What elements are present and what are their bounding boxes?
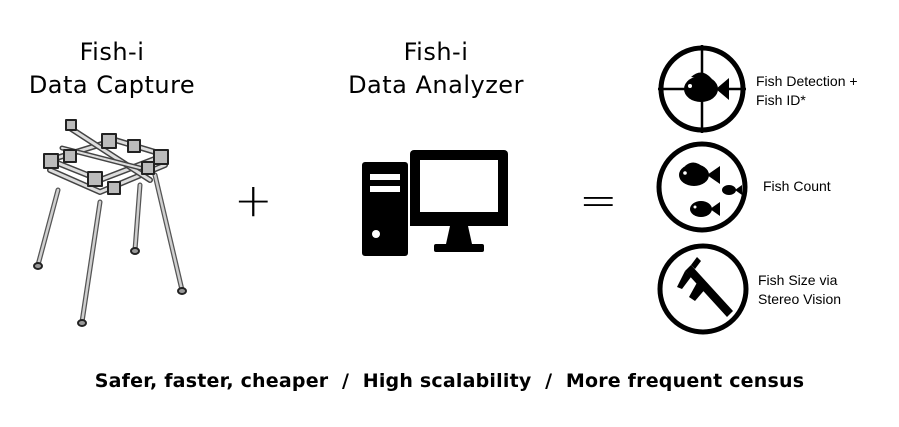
feature-label-size-line2: Stereo Vision: [758, 291, 842, 307]
tagline: Safer, faster, cheaper / High scalabilit…: [94, 370, 805, 392]
camera-rig-icon: [33, 119, 187, 327]
capture-title-line2: Data Capture: [28, 71, 196, 99]
feature-label-size-line1: Fish Size via: [758, 272, 838, 288]
feature-label-count-line1: Fish Count: [763, 178, 831, 194]
analyzer-title: Fish-i Data Analyzer: [340, 36, 532, 102]
feature-label-detection-line1: Fish Detection +: [756, 73, 858, 89]
capture-title: Fish-i Data Capture: [20, 36, 204, 102]
capture-title-line1: Fish-i: [79, 38, 145, 66]
analyzer-title-line2: Data Analyzer: [348, 71, 524, 99]
plus-sign: +: [234, 173, 273, 227]
equals-sign: =: [579, 173, 618, 227]
analyzer-title-line1: Fish-i: [403, 38, 469, 66]
computer-icon: [362, 150, 508, 256]
caliper-icon: [657, 243, 749, 335]
crosshair-fish-icon: [658, 45, 746, 133]
feature-label-count: Fish Count: [763, 177, 831, 196]
feature-label-size: Fish Size via Stereo Vision: [758, 271, 841, 309]
feature-label-detection: Fish Detection + Fish ID*: [756, 72, 858, 110]
feature-label-detection-line2: Fish ID*: [756, 92, 806, 108]
fish-count-icon: [656, 141, 748, 233]
